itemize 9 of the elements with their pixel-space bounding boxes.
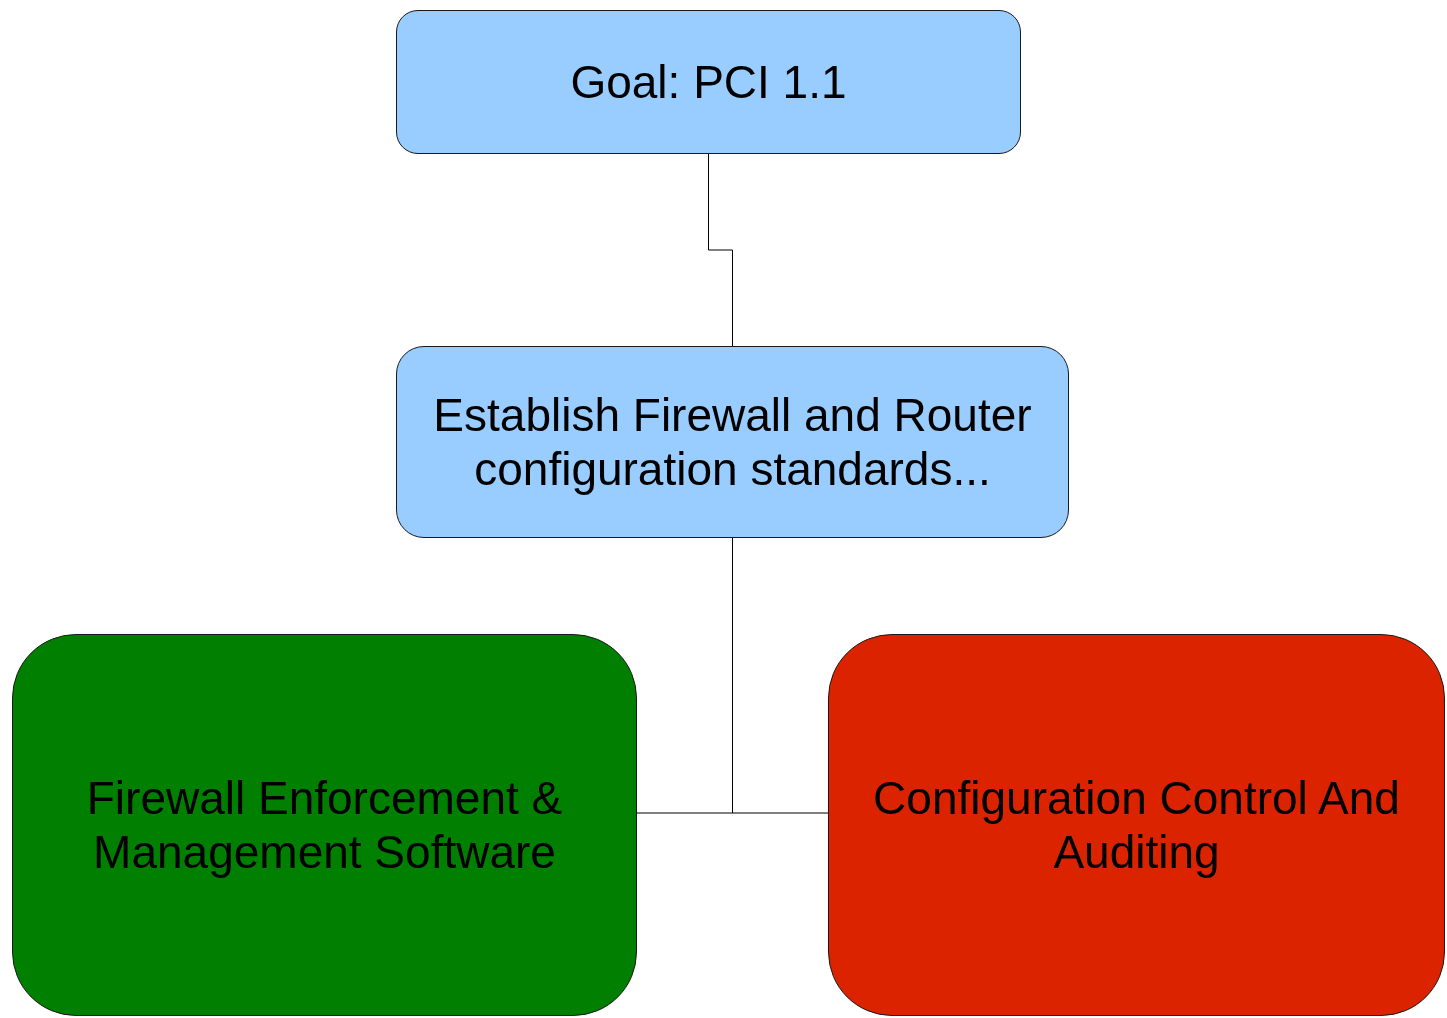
- process-box: [396, 346, 1069, 538]
- task-box: [12, 634, 637, 1016]
- box-label: Goal: PCI 1.1: [570, 54, 847, 110]
- connector-line: [708, 153, 733, 347]
- box-label: Firewall Enforcement & Management Software: [85, 770, 564, 880]
- box-label: Configuration Control And Auditing: [872, 770, 1401, 880]
- task-box: [828, 634, 1445, 1016]
- box-label: Establish Firewall and Router configuration standards...: [432, 387, 1033, 497]
- goal-box: [396, 10, 1021, 154]
